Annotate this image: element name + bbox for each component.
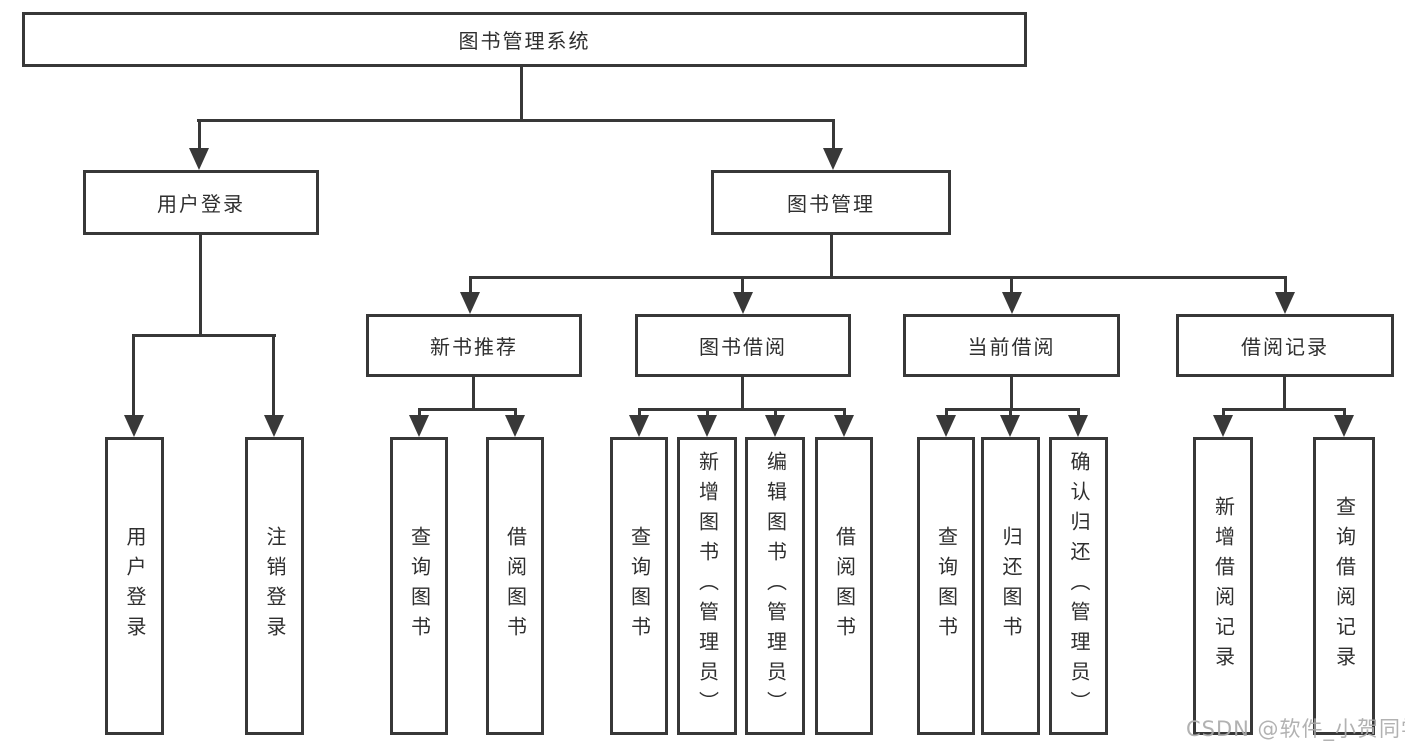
- connector-drop-book-management: [832, 119, 835, 151]
- node-user-login-label: 用户登录: [157, 192, 245, 216]
- arrow-down-icon: [264, 415, 284, 437]
- arrow-down-icon: [697, 415, 717, 437]
- node-book-management: 图书管理: [711, 170, 951, 235]
- connector-book-management-stem: [830, 235, 833, 279]
- leaf-confirm-return-admin: 确认归还（管理员）: [1049, 437, 1108, 735]
- connector-drop: [638, 408, 641, 418]
- leaf-label: 查询借阅记录: [1332, 496, 1357, 676]
- connector-user-login-bar: [132, 334, 276, 337]
- node-borrowing-records: 借阅记录: [1176, 314, 1394, 377]
- arrow-down-icon: [1334, 415, 1354, 437]
- connector-new-books-stem: [472, 377, 475, 411]
- leaf-user-login: 用户登录: [105, 437, 164, 735]
- leaf-label: 查询图书: [627, 526, 652, 646]
- node-new-book-recommendation: 新书推荐: [366, 314, 582, 377]
- arrow-down-icon: [409, 415, 429, 437]
- connector-borrowing-records-bar: [1222, 408, 1346, 411]
- leaf-label: 查询图书: [407, 526, 432, 646]
- csdn-watermark: CSDN @软件_小贺同学: [1186, 717, 1405, 741]
- connector-drop: [1343, 408, 1346, 418]
- connector-drop: [843, 408, 846, 418]
- connector-drop-leaf-logout: [272, 334, 275, 418]
- connector-root-stem: [520, 67, 523, 122]
- leaf-label: 注销登录: [263, 526, 287, 646]
- arrow-down-icon: [1068, 415, 1088, 437]
- leaf-edit-book-admin: 编辑图书（管理员）: [745, 437, 805, 735]
- leaf-label: 编辑图书（管理员）: [763, 451, 788, 721]
- arrow-down-icon: [629, 415, 649, 437]
- arrow-down-icon: [1213, 415, 1233, 437]
- leaf-label: 确认归还（管理员）: [1067, 451, 1091, 721]
- arrow-down-icon: [124, 415, 144, 437]
- connector-drop-book-borrowing: [741, 276, 744, 294]
- connector-drop-new-books: [469, 276, 472, 294]
- arrow-down-icon: [1275, 292, 1295, 314]
- leaf-label: 归还图书: [999, 526, 1023, 646]
- node-current-borrowing-label: 当前借阅: [967, 335, 1056, 359]
- node-book-borrowing-label: 图书借阅: [699, 335, 787, 359]
- arrow-down-icon: [765, 415, 785, 437]
- leaf-label: 借阅图书: [503, 526, 528, 646]
- leaf-label: 新增图书（管理员）: [695, 451, 720, 721]
- connector-new-books-bar: [418, 408, 517, 411]
- connector-level3-bar: [469, 276, 1287, 279]
- leaf-add-borrow-record: 新增借阅记录: [1193, 437, 1253, 735]
- connector-current-borrowing-stem: [1010, 377, 1013, 411]
- node-borrowing-records-label: 借阅记录: [1241, 335, 1329, 359]
- leaf-query-books-2: 查询图书: [610, 437, 668, 735]
- connector-drop: [1009, 408, 1012, 418]
- leaf-query-books-1: 查询图书: [390, 437, 448, 735]
- node-root-label: 图书管理系统: [458, 29, 591, 53]
- leaf-borrow-books-2: 借阅图书: [815, 437, 873, 735]
- leaf-return-books: 归还图书: [981, 437, 1040, 735]
- leaf-label: 借阅图书: [832, 526, 857, 646]
- connector-drop: [1077, 408, 1080, 418]
- leaf-logout: 注销登录: [245, 437, 304, 735]
- leaf-borrow-books-1: 借阅图书: [486, 437, 544, 735]
- node-current-borrowing: 当前借阅: [903, 314, 1120, 377]
- connector-drop-borrowing-records: [1284, 276, 1287, 294]
- node-book-borrowing: 图书借阅: [635, 314, 851, 377]
- node-new-book-recommendation-label: 新书推荐: [430, 335, 518, 359]
- arrow-down-icon: [1000, 415, 1020, 437]
- connector-drop-user-login: [198, 119, 201, 151]
- connector-book-borrowing-bar: [638, 408, 846, 411]
- leaf-label: 查询图书: [934, 526, 959, 646]
- leaf-add-book-admin: 新增图书（管理员）: [677, 437, 737, 735]
- arrow-down-icon: [733, 292, 753, 314]
- leaf-query-books-3: 查询图书: [917, 437, 975, 735]
- arrow-down-icon: [1002, 292, 1022, 314]
- connector-drop: [774, 408, 777, 418]
- arrow-down-icon: [823, 148, 843, 170]
- leaf-label: 新增借阅记录: [1211, 496, 1236, 676]
- connector-drop: [514, 408, 517, 418]
- leaf-query-borrow-record: 查询借阅记录: [1313, 437, 1375, 735]
- connector-level1-bar: [197, 119, 835, 122]
- connector-borrowing-records-stem: [1283, 377, 1286, 411]
- arrow-down-icon: [834, 415, 854, 437]
- connector-drop: [706, 408, 709, 418]
- connector-book-borrowing-stem: [741, 377, 744, 411]
- arrow-down-icon: [505, 415, 525, 437]
- node-book-management-label: 图书管理: [787, 192, 875, 216]
- leaf-label: 用户登录: [123, 526, 147, 646]
- connector-drop: [418, 408, 421, 418]
- connector-drop: [1222, 408, 1225, 418]
- arrow-down-icon: [460, 292, 480, 314]
- connector-drop-leaf-login: [132, 334, 135, 418]
- connector-user-login-stem: [199, 235, 202, 337]
- connector-drop: [945, 408, 948, 418]
- node-root: 图书管理系统: [22, 12, 1027, 67]
- arrow-down-icon: [936, 415, 956, 437]
- arrow-down-icon: [189, 148, 209, 170]
- connector-current-borrowing-bar: [945, 408, 1080, 411]
- node-user-login: 用户登录: [83, 170, 319, 235]
- connector-drop-current-borrowing: [1010, 276, 1013, 294]
